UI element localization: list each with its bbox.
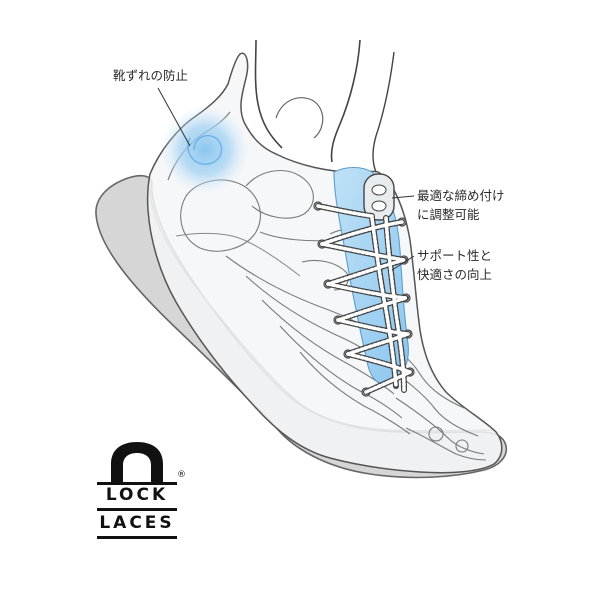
callout-fit-line1: 最適な締め付け (417, 188, 505, 203)
heel-highlight (161, 106, 249, 194)
logo-rule-bottom (97, 536, 177, 539)
callout-support-line1: サポート性と (417, 248, 493, 263)
logo-word-lock: LOCK (105, 485, 169, 505)
lock-laces-logo: LOCK LACES ® (97, 440, 197, 540)
registered-mark: ® (177, 470, 186, 480)
callout-blister-prevention: 靴ずれの防止 (113, 66, 188, 85)
leader-lines (157, 87, 415, 271)
callout-support-line2: 快適さの向上 (417, 267, 493, 282)
logo-word-laces: LACES (99, 513, 175, 533)
callout-blister-text: 靴ずれの防止 (113, 68, 189, 83)
laces (315, 203, 413, 395)
callout-support-comfort: サポート性と 快適さの向上 (417, 246, 492, 284)
leg-outline-right-2 (372, 51, 395, 173)
leg-outline-right (330, 39, 361, 163)
heel-swirl (187, 134, 223, 165)
logo-rule-top (97, 482, 177, 485)
leg-outline-left (254, 39, 283, 149)
ankle-bone (275, 97, 324, 139)
callout-adjustable-fit: 最適な締め付け に調整可能 (417, 186, 505, 224)
callout-fit-line2: に調整可能 (417, 207, 480, 222)
padlock-icon (111, 442, 163, 482)
collar-line (175, 232, 301, 277)
logo-rule-middle (97, 508, 177, 511)
lace-lock-icon (363, 173, 395, 221)
